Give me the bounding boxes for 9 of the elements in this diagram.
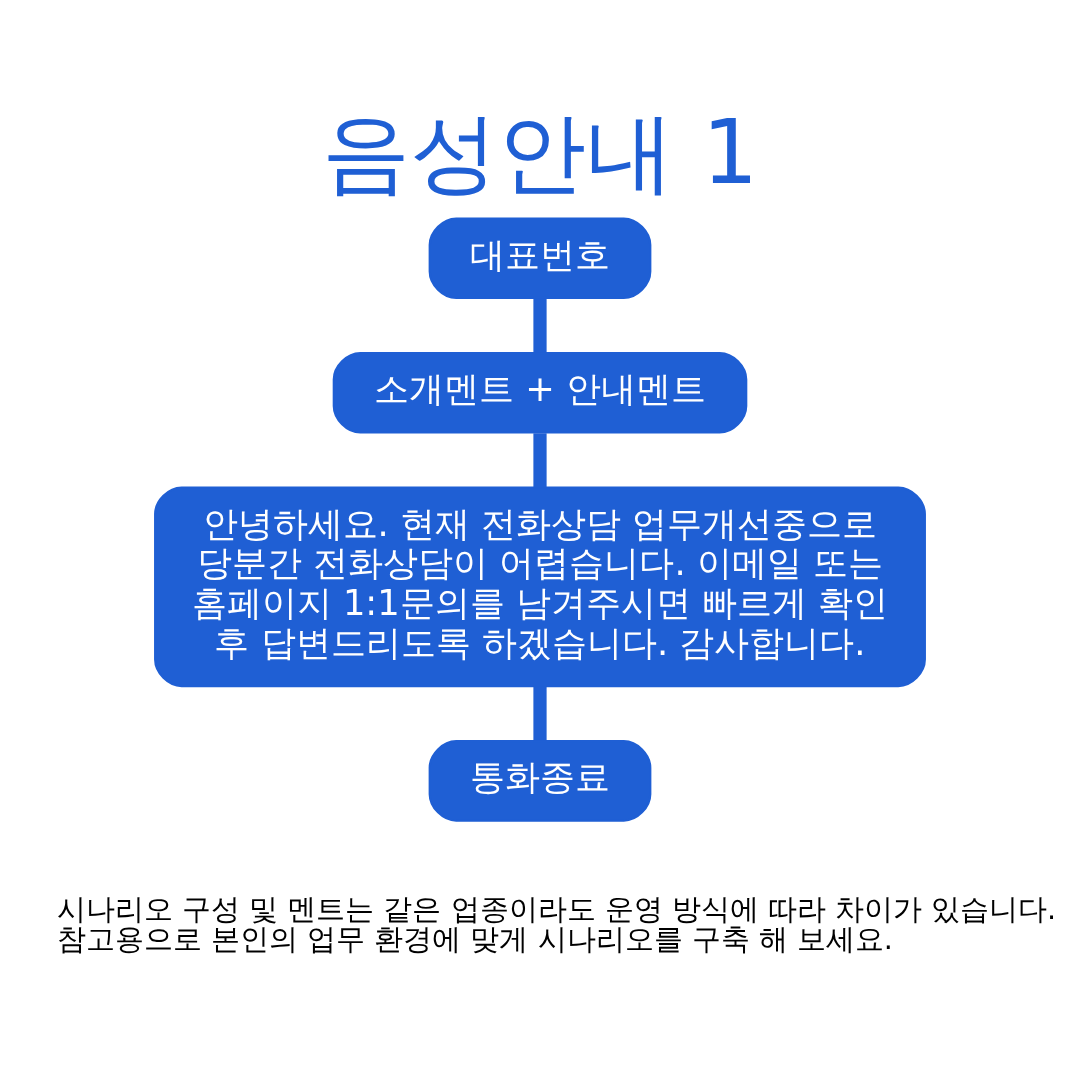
node-box: 대표번호	[428, 216, 652, 299]
connector	[533, 432, 547, 487]
node-box: 통화종료	[428, 739, 652, 822]
label: 시나리오 구성 및 멘트는 같은 업종이라도 운영 방식에 따라 차이가 있습니다.	[57, 891, 1057, 926]
node-box: 안녕하세요. 현재 전화상담 업무개선중으로 당분간 전화상담이 어렵습니다. 이메일 또는 홈페이지 1:1문의를 남겨주시면 빠르게 확인 후 답변드리도록 하겠습니다. 감사합니다.	[154, 485, 926, 687]
connector	[533, 297, 547, 353]
diagram-title: 음성안내 1	[321, 100, 759, 204]
node-box: 소개멘트 + 안내멘트	[332, 351, 748, 434]
connector	[533, 685, 547, 740]
